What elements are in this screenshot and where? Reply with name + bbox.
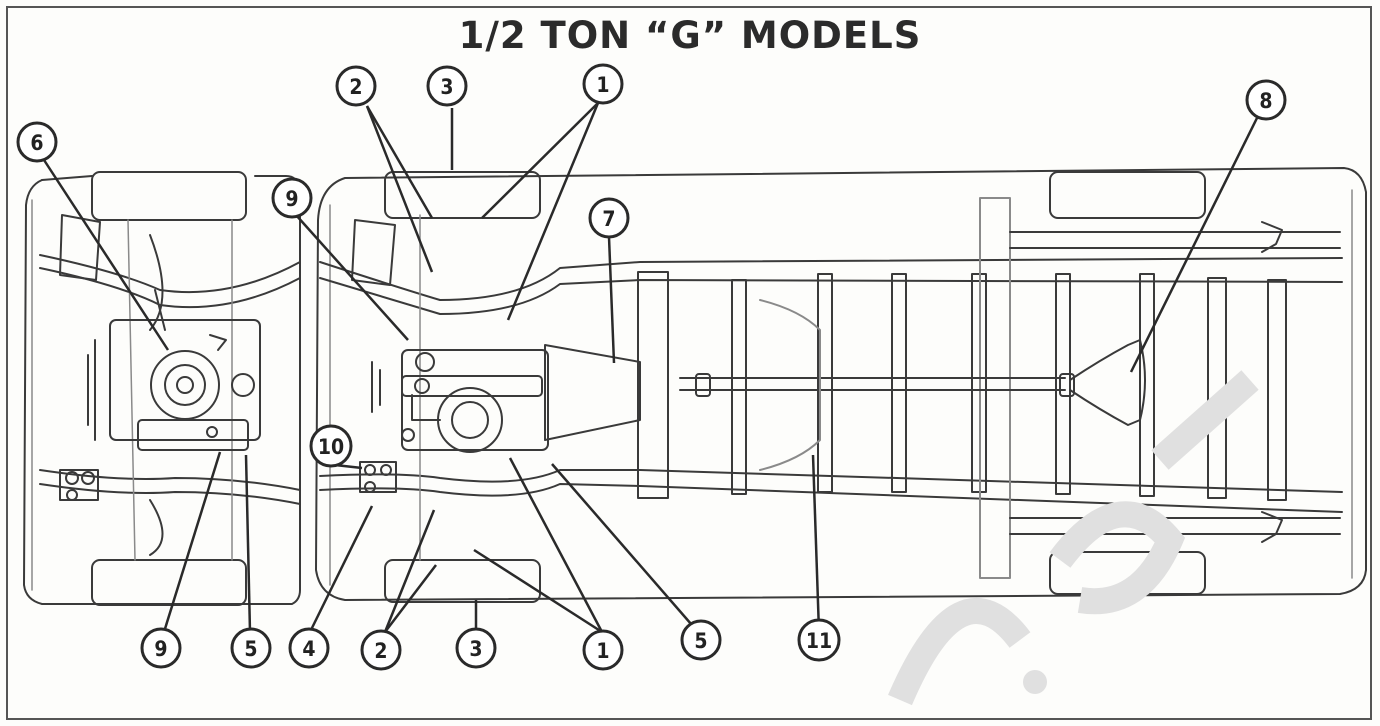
callout-3-top: 3 <box>426 65 468 107</box>
callout-1-bottom-label: 1 <box>596 639 609 663</box>
front-view-wheels <box>91 171 247 606</box>
callout-9-bottom-label: 9 <box>154 637 167 661</box>
callout-2-top: 2 <box>335 65 377 107</box>
front-view-engine <box>59 289 261 501</box>
callout-10-label: 10 <box>318 435 344 459</box>
callout-9-top: 9 <box>271 177 313 219</box>
callout-11: 11 <box>797 618 841 662</box>
callout-8: 8 <box>1245 79 1287 121</box>
callout-11-label: 11 <box>806 629 832 653</box>
callout-2-bottom-label: 2 <box>374 639 387 663</box>
propeller-shaft <box>679 373 1075 397</box>
callout-leaders <box>42 102 1259 634</box>
callout-5-right-label: 5 <box>694 629 707 653</box>
callout-3-top-label: 3 <box>440 75 453 99</box>
callout-3-bottom-label: 3 <box>469 637 482 661</box>
callout-1-bottom: 1 <box>582 629 624 671</box>
callout-1-top: 1 <box>582 63 624 105</box>
callout-9-bottom: 9 <box>140 627 182 669</box>
callout-5-right: 5 <box>680 619 722 661</box>
callout-3-bottom: 3 <box>455 627 497 669</box>
callout-4-label: 4 <box>302 637 315 661</box>
front-view-frame-rails <box>39 214 301 561</box>
callout-6: 6 <box>16 121 58 163</box>
callout-2-bottom: 2 <box>360 629 402 671</box>
callout-10: 10 <box>309 424 353 468</box>
callout-5-left-label: 5 <box>244 637 257 661</box>
callout-2-top-label: 2 <box>349 75 362 99</box>
callout-4: 4 <box>288 627 330 669</box>
chassis-engine <box>359 349 549 493</box>
callout-5-left: 5 <box>230 627 272 669</box>
diagram-frame <box>6 6 1372 720</box>
callout-8-label: 8 <box>1259 89 1272 113</box>
callout-6-label: 6 <box>30 131 43 155</box>
diagram-title: 1/2 TON “G” MODELS <box>458 14 922 57</box>
callout-7: 7 <box>588 197 630 239</box>
callout-7-label: 7 <box>602 207 615 231</box>
chassis-wheels <box>384 171 1206 603</box>
callout-1-top-label: 1 <box>596 73 609 97</box>
callout-9-top-label: 9 <box>285 187 298 211</box>
transmission <box>544 299 821 471</box>
chassis-body-outline <box>315 167 1367 601</box>
